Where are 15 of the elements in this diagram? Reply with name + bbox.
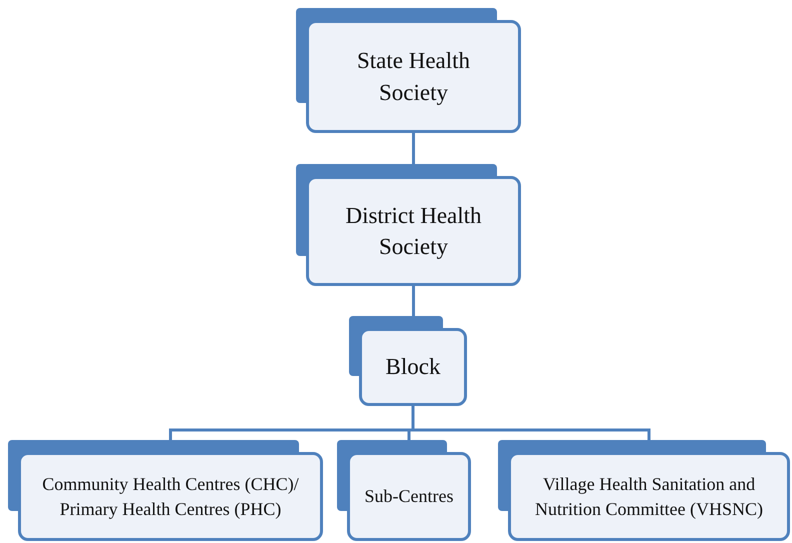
connector-line: [412, 286, 415, 316]
connector-line: [412, 133, 415, 164]
process-box: [337, 440, 471, 541]
node-text: State Health Society: [356, 47, 472, 107]
process-box: [498, 440, 790, 541]
process-box: [349, 316, 467, 406]
node-text: District Health Society: [344, 202, 483, 261]
connector-line: [412, 406, 650, 440]
process-box: [296, 164, 521, 286]
process-box: [296, 8, 521, 133]
node-text: Sub-Centres: [364, 485, 454, 508]
node-text: Community Health Centres (CHC)/ Primary Health Centres (PHC): [41, 473, 300, 521]
node-text: Block: [386, 353, 440, 382]
node-text: Village Health Sanitation and Nutrition Committee (VHSNC): [534, 473, 764, 521]
process-box: [8, 440, 323, 541]
